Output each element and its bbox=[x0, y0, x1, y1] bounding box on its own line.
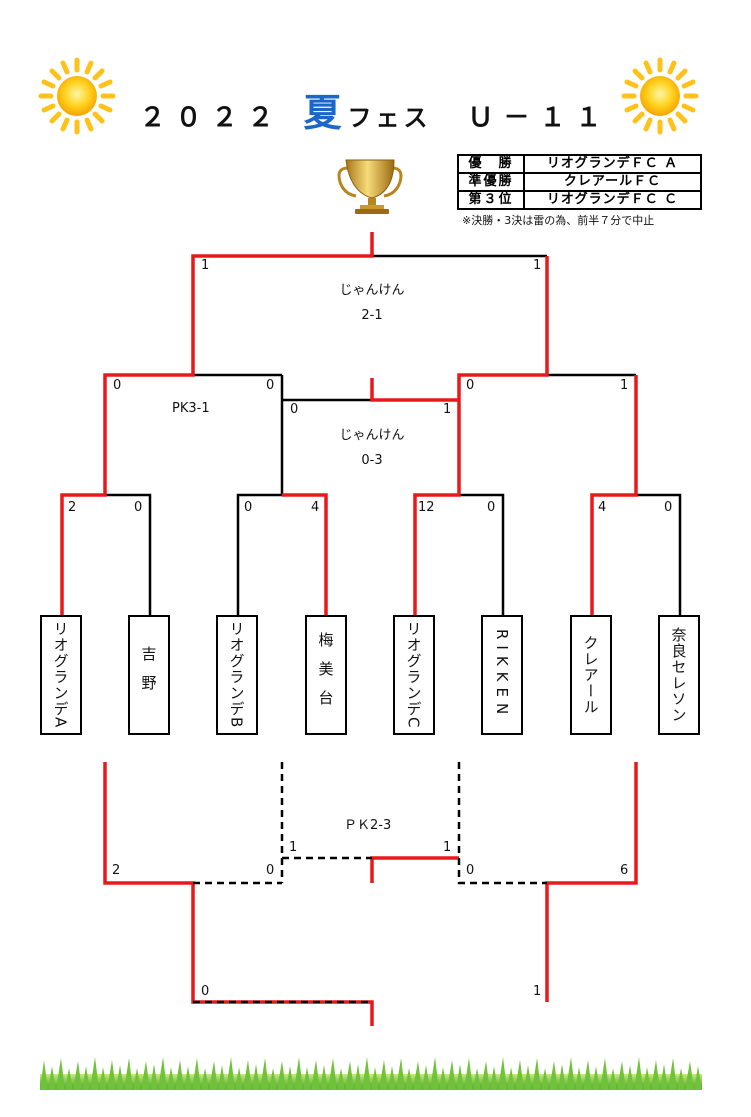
team-box: 吉野 bbox=[128, 615, 170, 735]
team-name: リオグランデA bbox=[51, 621, 70, 729]
team-name: 奈良セレソン bbox=[669, 627, 688, 723]
sun-icon bbox=[621, 57, 699, 135]
team-box: クレアール bbox=[570, 615, 612, 735]
middle-score-right: 1 bbox=[443, 402, 452, 417]
result-row: 優 勝 リオグランデＦＣ Ａ bbox=[457, 154, 702, 174]
semi1-score-right: 0 bbox=[266, 378, 275, 393]
final-note-line1: じゃんけん bbox=[339, 283, 405, 298]
team-box: 梅美台 bbox=[305, 615, 347, 735]
semi1-score-left: 0 bbox=[113, 378, 122, 393]
final-note: じゃんけん 2-1 bbox=[312, 278, 432, 328]
middle-note-line2: 0-3 bbox=[361, 453, 383, 468]
team-box: 奈良セレソン bbox=[658, 615, 700, 735]
r1-match4-left: 4 bbox=[598, 500, 607, 515]
lower-bottom-right: 1 bbox=[533, 984, 542, 999]
r1-match2-right: 4 bbox=[311, 500, 320, 515]
lower-center-right: 1 bbox=[443, 840, 452, 855]
r1-match3-right: 0 bbox=[487, 500, 496, 515]
title-division: Ｕ－１１ bbox=[467, 103, 612, 133]
team-name: 梅美台 bbox=[316, 631, 335, 719]
result-rank: 優 勝 bbox=[457, 154, 525, 174]
title-natsu: 夏 bbox=[303, 91, 342, 135]
result-team: クレアールＦＣ bbox=[523, 172, 702, 192]
trophy-icon bbox=[337, 159, 403, 214]
team-box: リオグランデA bbox=[40, 615, 82, 735]
result-row: 第３位 リオグランデＦＣ Ｃ bbox=[457, 190, 702, 210]
team-box: リオグランデC bbox=[393, 615, 435, 735]
team-name: 吉野 bbox=[139, 646, 158, 704]
result-row: 準優勝 クレアールＦＣ bbox=[457, 172, 702, 192]
middle-note-line1: じゃんけん bbox=[339, 428, 405, 443]
sun-icon bbox=[38, 57, 116, 135]
r1-match1-left: 2 bbox=[68, 500, 77, 515]
lower-right-score-right: 6 bbox=[620, 863, 629, 878]
final-score-right: 1 bbox=[533, 258, 542, 273]
final-score-left: 1 bbox=[201, 258, 210, 273]
grass-strip bbox=[40, 1057, 702, 1090]
r1-match3-left: 12 bbox=[418, 500, 435, 515]
lower-left-score-right: 0 bbox=[266, 863, 275, 878]
semi2-score-right: 1 bbox=[620, 378, 629, 393]
results-table: 優 勝 リオグランデＦＣ Ａ 準優勝 クレアールＦＣ 第３位 リオグランデＦＣ … bbox=[457, 154, 702, 210]
team-name: リオグランデB bbox=[227, 621, 246, 729]
semi2-score-left: 0 bbox=[466, 378, 475, 393]
team-box: リオグランデB bbox=[216, 615, 258, 735]
team-name: RIKKEN bbox=[493, 629, 511, 721]
final-note-line2: 2-1 bbox=[361, 308, 383, 323]
lower-center-left: 1 bbox=[289, 840, 298, 855]
semi1-note: PK3-1 bbox=[172, 401, 210, 416]
team-name: リオグランデC bbox=[404, 621, 423, 729]
lower-left-score-left: 2 bbox=[112, 863, 121, 878]
lower-right-score-left: 0 bbox=[466, 863, 475, 878]
r1-match2-left: 0 bbox=[244, 500, 253, 515]
r1-match4-right: 0 bbox=[664, 500, 673, 515]
result-team: リオグランデＦＣ Ａ bbox=[523, 154, 702, 174]
middle-score-left: 0 bbox=[290, 402, 299, 417]
result-rank: 準優勝 bbox=[457, 172, 525, 192]
title-year: ２０２２ bbox=[139, 103, 284, 133]
team-box: RIKKEN bbox=[481, 615, 523, 735]
middle-note: じゃんけん 0-3 bbox=[312, 423, 432, 473]
title-fes: フェス bbox=[347, 104, 432, 132]
result-team: リオグランデＦＣ Ｃ bbox=[523, 190, 702, 210]
weather-note: ※決勝・3決は雷の為、前半７分で中止 bbox=[462, 214, 655, 227]
r1-match1-right: 0 bbox=[134, 500, 143, 515]
lower-center-note: ＰＫ2-3 bbox=[344, 818, 392, 833]
page-title: ２０２２ 夏フェス Ｕ－１１ bbox=[0, 82, 751, 137]
lower-bottom-left: 0 bbox=[201, 984, 210, 999]
team-name: クレアール bbox=[581, 635, 600, 715]
result-rank: 第３位 bbox=[457, 190, 525, 210]
